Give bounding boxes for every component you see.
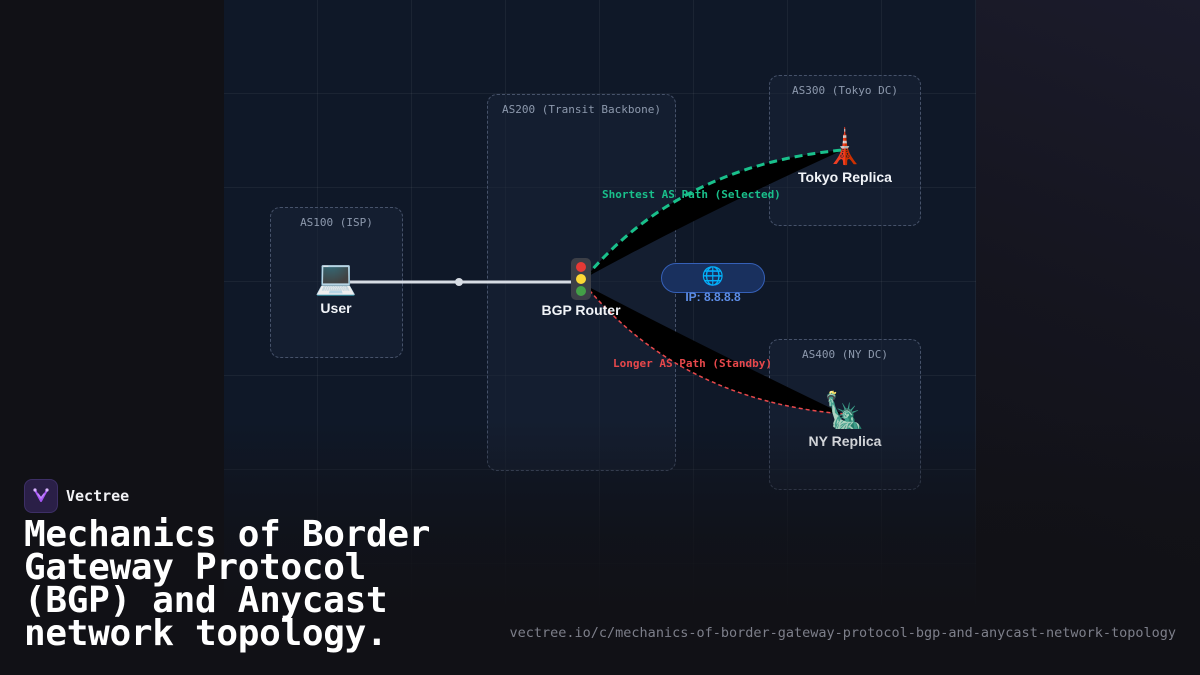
ny-label: NY Replica: [808, 433, 882, 449]
tokyo-label: Tokyo Replica: [798, 169, 892, 185]
standby-path-line: [584, 284, 844, 415]
as200-label: AS200 (Transit Backbone): [502, 103, 661, 116]
as300-box: AS300 (Tokyo DC): [769, 75, 921, 226]
selected-path-line: [583, 148, 844, 279]
router-label: BGP Router: [541, 302, 621, 318]
standby-path-label: Longer AS Path (Standby): [613, 357, 772, 370]
globe-icon: 🌐: [701, 266, 725, 287]
anycast-ip-label: IP: 8.8.8.8: [685, 290, 741, 304]
router-node: BGP Router: [511, 258, 651, 318]
laptop-icon: 💻: [314, 258, 358, 298]
diagram-links: [345, 148, 844, 415]
source-url[interactable]: vectree.io/c/mechanics-of-border-gateway…: [509, 625, 1176, 641]
ny-node: 🗽 NY Replica: [775, 391, 915, 449]
user-label: User: [320, 300, 352, 316]
user-node: 💻 User: [266, 258, 406, 316]
anycast-ip-pill: 🌐: [661, 263, 765, 293]
tokyo-node: 🗼 Tokyo Replica: [775, 127, 915, 185]
page-title: Mechanics of Border Gateway Protocol (BG…: [24, 514, 431, 654]
brand: Vectree: [24, 479, 129, 513]
vectree-logo-icon: [24, 479, 58, 513]
statue-of-liberty-icon: 🗽: [823, 391, 867, 431]
brand-name: Vectree: [66, 487, 130, 505]
as100-label: AS100 (ISP): [300, 216, 373, 229]
as300-label: AS300 (Tokyo DC): [792, 84, 898, 97]
as400-label: AS400 (NY DC): [801, 348, 889, 361]
background-right: [976, 0, 1200, 675]
tokyo-tower-icon: 🗼: [823, 127, 867, 167]
traffic-light-icon: [571, 258, 591, 300]
selected-path-label: Shortest AS Path (Selected): [602, 188, 781, 201]
link-midpoint-dot: [455, 278, 463, 286]
